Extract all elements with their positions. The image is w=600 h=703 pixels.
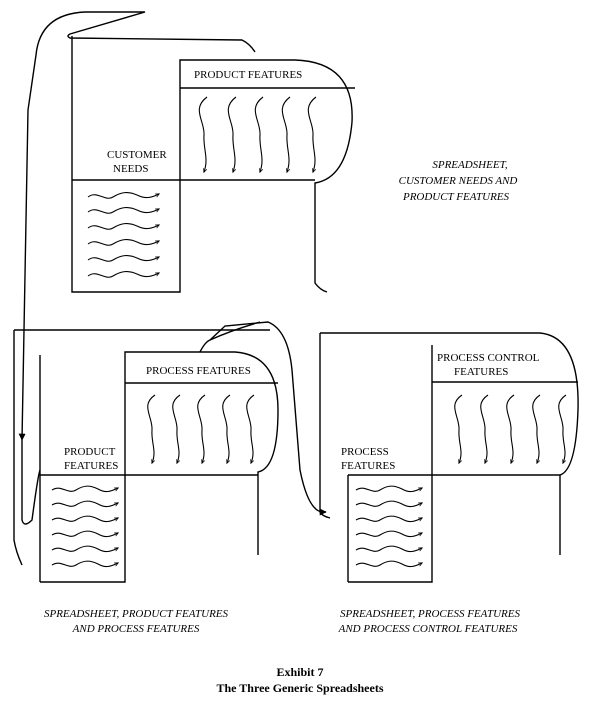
spreadsheet-2-caption: SPREADSHEET, PRODUCT FEATURES AND PROCES… <box>44 608 229 635</box>
spreadsheet-3-left-label: FEATURES <box>341 460 395 472</box>
squiggle-arrow <box>222 394 231 463</box>
spreadsheet-2-vertical-arrows <box>147 394 255 463</box>
squiggle-arrow <box>558 394 567 463</box>
squiggle-arrow <box>355 485 422 493</box>
spreadsheet-3-top-label: FEATURES <box>454 366 508 378</box>
squiggle-arrow <box>51 545 118 553</box>
caption-line: PRODUCT FEATURES <box>402 191 510 203</box>
spreadsheet-2-outline <box>39 351 279 583</box>
spreadsheet-2-horizontal-arrows <box>51 485 118 568</box>
spreadsheet-1-outline <box>71 36 353 293</box>
spreadsheet-3-caption: SPREADSHEET, PROCESS FEATURES AND PROCES… <box>338 608 521 635</box>
squiggle-arrow <box>506 394 515 463</box>
connector-arrow-product-features <box>18 11 256 441</box>
caption-line: AND PROCESS FEATURES <box>72 623 200 635</box>
squiggle-arrow <box>51 485 118 493</box>
caption-line: SPREADSHEET, <box>432 159 508 171</box>
squiggle-arrow <box>355 500 422 508</box>
squiggle-arrow <box>87 271 159 278</box>
squiggle-arrow <box>198 96 208 172</box>
exhibit-number: Exhibit 7 <box>276 665 323 679</box>
spreadsheet-1-caption: SPREADSHEET, CUSTOMER NEEDS AND PRODUCT … <box>399 159 518 203</box>
squiggle-arrow <box>355 560 422 568</box>
spreadsheet-3-grid <box>347 345 578 583</box>
squiggle-arrow <box>147 394 156 463</box>
connector-arrows <box>18 11 327 525</box>
squiggle-arrow <box>197 394 206 463</box>
squiggle-arrow <box>87 239 159 246</box>
spreadsheet-2-frame <box>13 329 270 566</box>
connector-arrow-process-features <box>199 321 327 516</box>
squiggle-arrow <box>355 545 422 553</box>
spreadsheet-customer-needs-product-features: PRODUCT FEATURES CUSTOMER NEEDS <box>71 36 355 293</box>
squiggle-arrow <box>355 530 422 538</box>
connector-arrow-process-features-cap <box>209 321 261 341</box>
squiggle-arrow <box>532 394 541 463</box>
spreadsheet-1-left-label: CUSTOMER <box>107 149 167 161</box>
squiggle-arrow <box>51 515 118 523</box>
squiggle-arrow <box>87 207 159 214</box>
caption-line: CUSTOMER NEEDS AND <box>399 175 518 187</box>
squiggle-arrow <box>355 515 422 523</box>
squiggle-arrow <box>87 223 159 230</box>
spreadsheet-process-features-process-control-features: PROCESS CONTROL FEATURES PROCESS FEATURE… <box>319 332 579 583</box>
spreadsheet-2-top-label: PROCESS FEATURES <box>146 365 251 377</box>
squiggle-arrow <box>454 394 463 463</box>
squiggle-arrow <box>227 96 237 172</box>
caption-line: SPREADSHEET, PRODUCT FEATURES <box>44 608 229 620</box>
spreadsheet-product-features-process-features: PROCESS FEATURES PRODUCT FEATURES <box>13 329 279 583</box>
squiggle-arrow <box>87 255 159 262</box>
squiggle-arrow <box>172 394 181 463</box>
squiggle-arrow <box>254 96 264 172</box>
caption-line: AND PROCESS CONTROL FEATURES <box>338 623 518 635</box>
spreadsheet-1-vertical-arrows <box>198 96 317 172</box>
spreadsheet-1-top-label: PRODUCT FEATURES <box>194 69 302 81</box>
spreadsheet-3-top-label: PROCESS CONTROL <box>437 352 540 364</box>
squiggle-arrow <box>51 500 118 508</box>
squiggle-arrow <box>51 560 118 568</box>
squiggle-arrow <box>246 394 255 463</box>
spreadsheet-3-left-label: PROCESS <box>341 446 389 458</box>
connector-arrow-product-features-entry <box>21 440 41 525</box>
spreadsheet-2-left-label: FEATURES <box>64 460 118 472</box>
spreadsheet-1-left-label: NEEDS <box>113 163 148 175</box>
squiggle-arrow <box>307 96 317 172</box>
squiggle-arrow <box>281 96 291 172</box>
exhibit-title: The Three Generic Spreadsheets <box>217 681 384 695</box>
squiggle-arrow <box>480 394 489 463</box>
spreadsheet-2-left-label: PRODUCT <box>64 446 116 458</box>
caption-line: SPREADSHEET, PROCESS FEATURES <box>340 608 520 620</box>
spreadsheet-3-vertical-arrows <box>454 394 567 463</box>
spreadsheet-1-horizontal-arrows <box>87 192 159 278</box>
spreadsheet-3-horizontal-arrows <box>355 485 422 568</box>
squiggle-arrow <box>87 192 159 199</box>
spreadsheet-3-outline <box>319 332 579 555</box>
squiggle-arrow <box>51 530 118 538</box>
